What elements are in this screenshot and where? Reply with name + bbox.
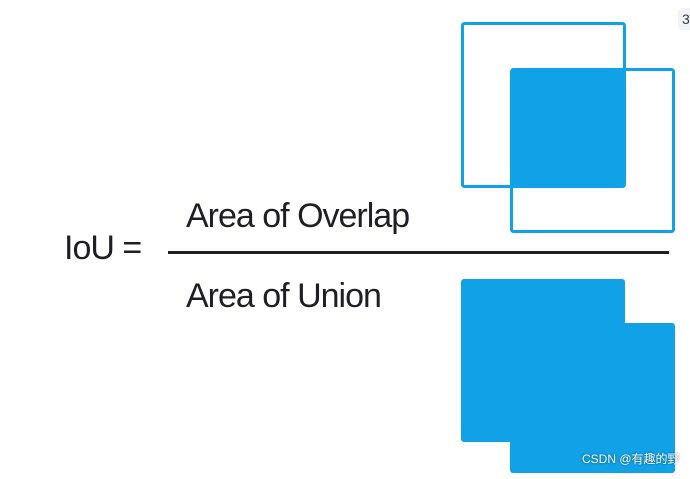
iou-label: IoU =: [64, 229, 142, 267]
union-box-b: [510, 323, 675, 473]
corner-badge: 3: [678, 8, 690, 30]
fraction-bar: [168, 251, 669, 254]
overlap-fill: [511, 69, 625, 186]
box-a-outline: [461, 22, 626, 188]
union-illustration: [461, 279, 675, 473]
overlap-illustration: [461, 22, 675, 233]
csdn-watermark: CSDN @有趣的野: [582, 452, 680, 466]
numerator-label: Area of Overlap: [186, 197, 410, 235]
box-b-outline: [510, 68, 675, 233]
denominator-label: Area of Union: [186, 277, 382, 315]
